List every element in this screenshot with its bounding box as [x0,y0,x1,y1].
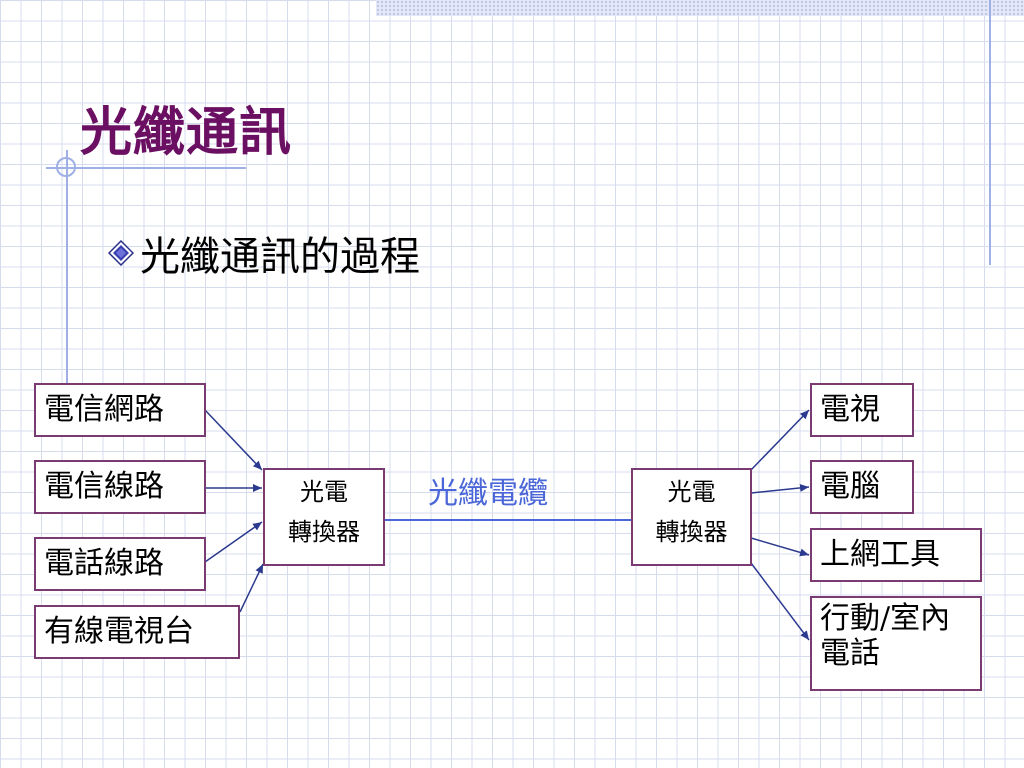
target-label-2: 電腦 [820,468,880,504]
slide-title: 光纖通訊 [80,102,293,163]
source-box-3: 電話線路 [34,537,206,591]
converter-left-line2: 轉換器 [288,518,360,546]
bullet-text: 光纖通訊的過程 [140,234,420,280]
right-decorative-rule [989,0,991,265]
title-vertical-rule [66,150,68,395]
arrow-target-1 [750,409,810,471]
source-label-2: 電信線路 [44,468,164,504]
arrow-target-3 [750,537,810,557]
top-decorative-band [376,0,1024,16]
bullet-item: 光纖通訊的過程 [108,224,420,282]
arrow-source-1 [204,409,263,471]
title-ring-ornament [56,157,76,177]
diamond-bullet-icon [108,240,134,266]
source-label-4: 有線電視台 [44,613,194,649]
source-label-1: 電信網路 [44,391,164,427]
target-box-2: 電腦 [810,460,914,514]
target-label-1: 電視 [820,391,880,427]
arrow-source-3 [204,521,263,563]
target-label-3: 上網工具 [820,536,940,572]
target-label-4: 行動/室內電話 [820,601,951,671]
source-box-4: 有線電視台 [34,605,240,659]
converter-right-line1: 光電 [667,478,716,506]
source-box-1: 電信網路 [34,383,206,437]
fiber-cable-label: 光纖電纜 [428,476,548,511]
converter-left-line1: 光電 [300,478,348,506]
converter-left: 光電 轉換器 [263,468,385,566]
title-underline [46,167,246,169]
source-label-3: 電話線路 [44,545,164,581]
arrow-target-4 [750,562,810,641]
arrow-target-2 [750,483,810,494]
arrow-source-4 [239,563,264,613]
source-box-2: 電信線路 [34,460,206,514]
target-box-4: 行動/室內電話 [810,596,982,691]
converter-right-line2: 轉換器 [655,518,728,546]
target-box-3: 上網工具 [810,528,982,582]
target-box-1: 電視 [810,383,914,437]
converter-right: 光電 轉換器 [631,468,752,566]
